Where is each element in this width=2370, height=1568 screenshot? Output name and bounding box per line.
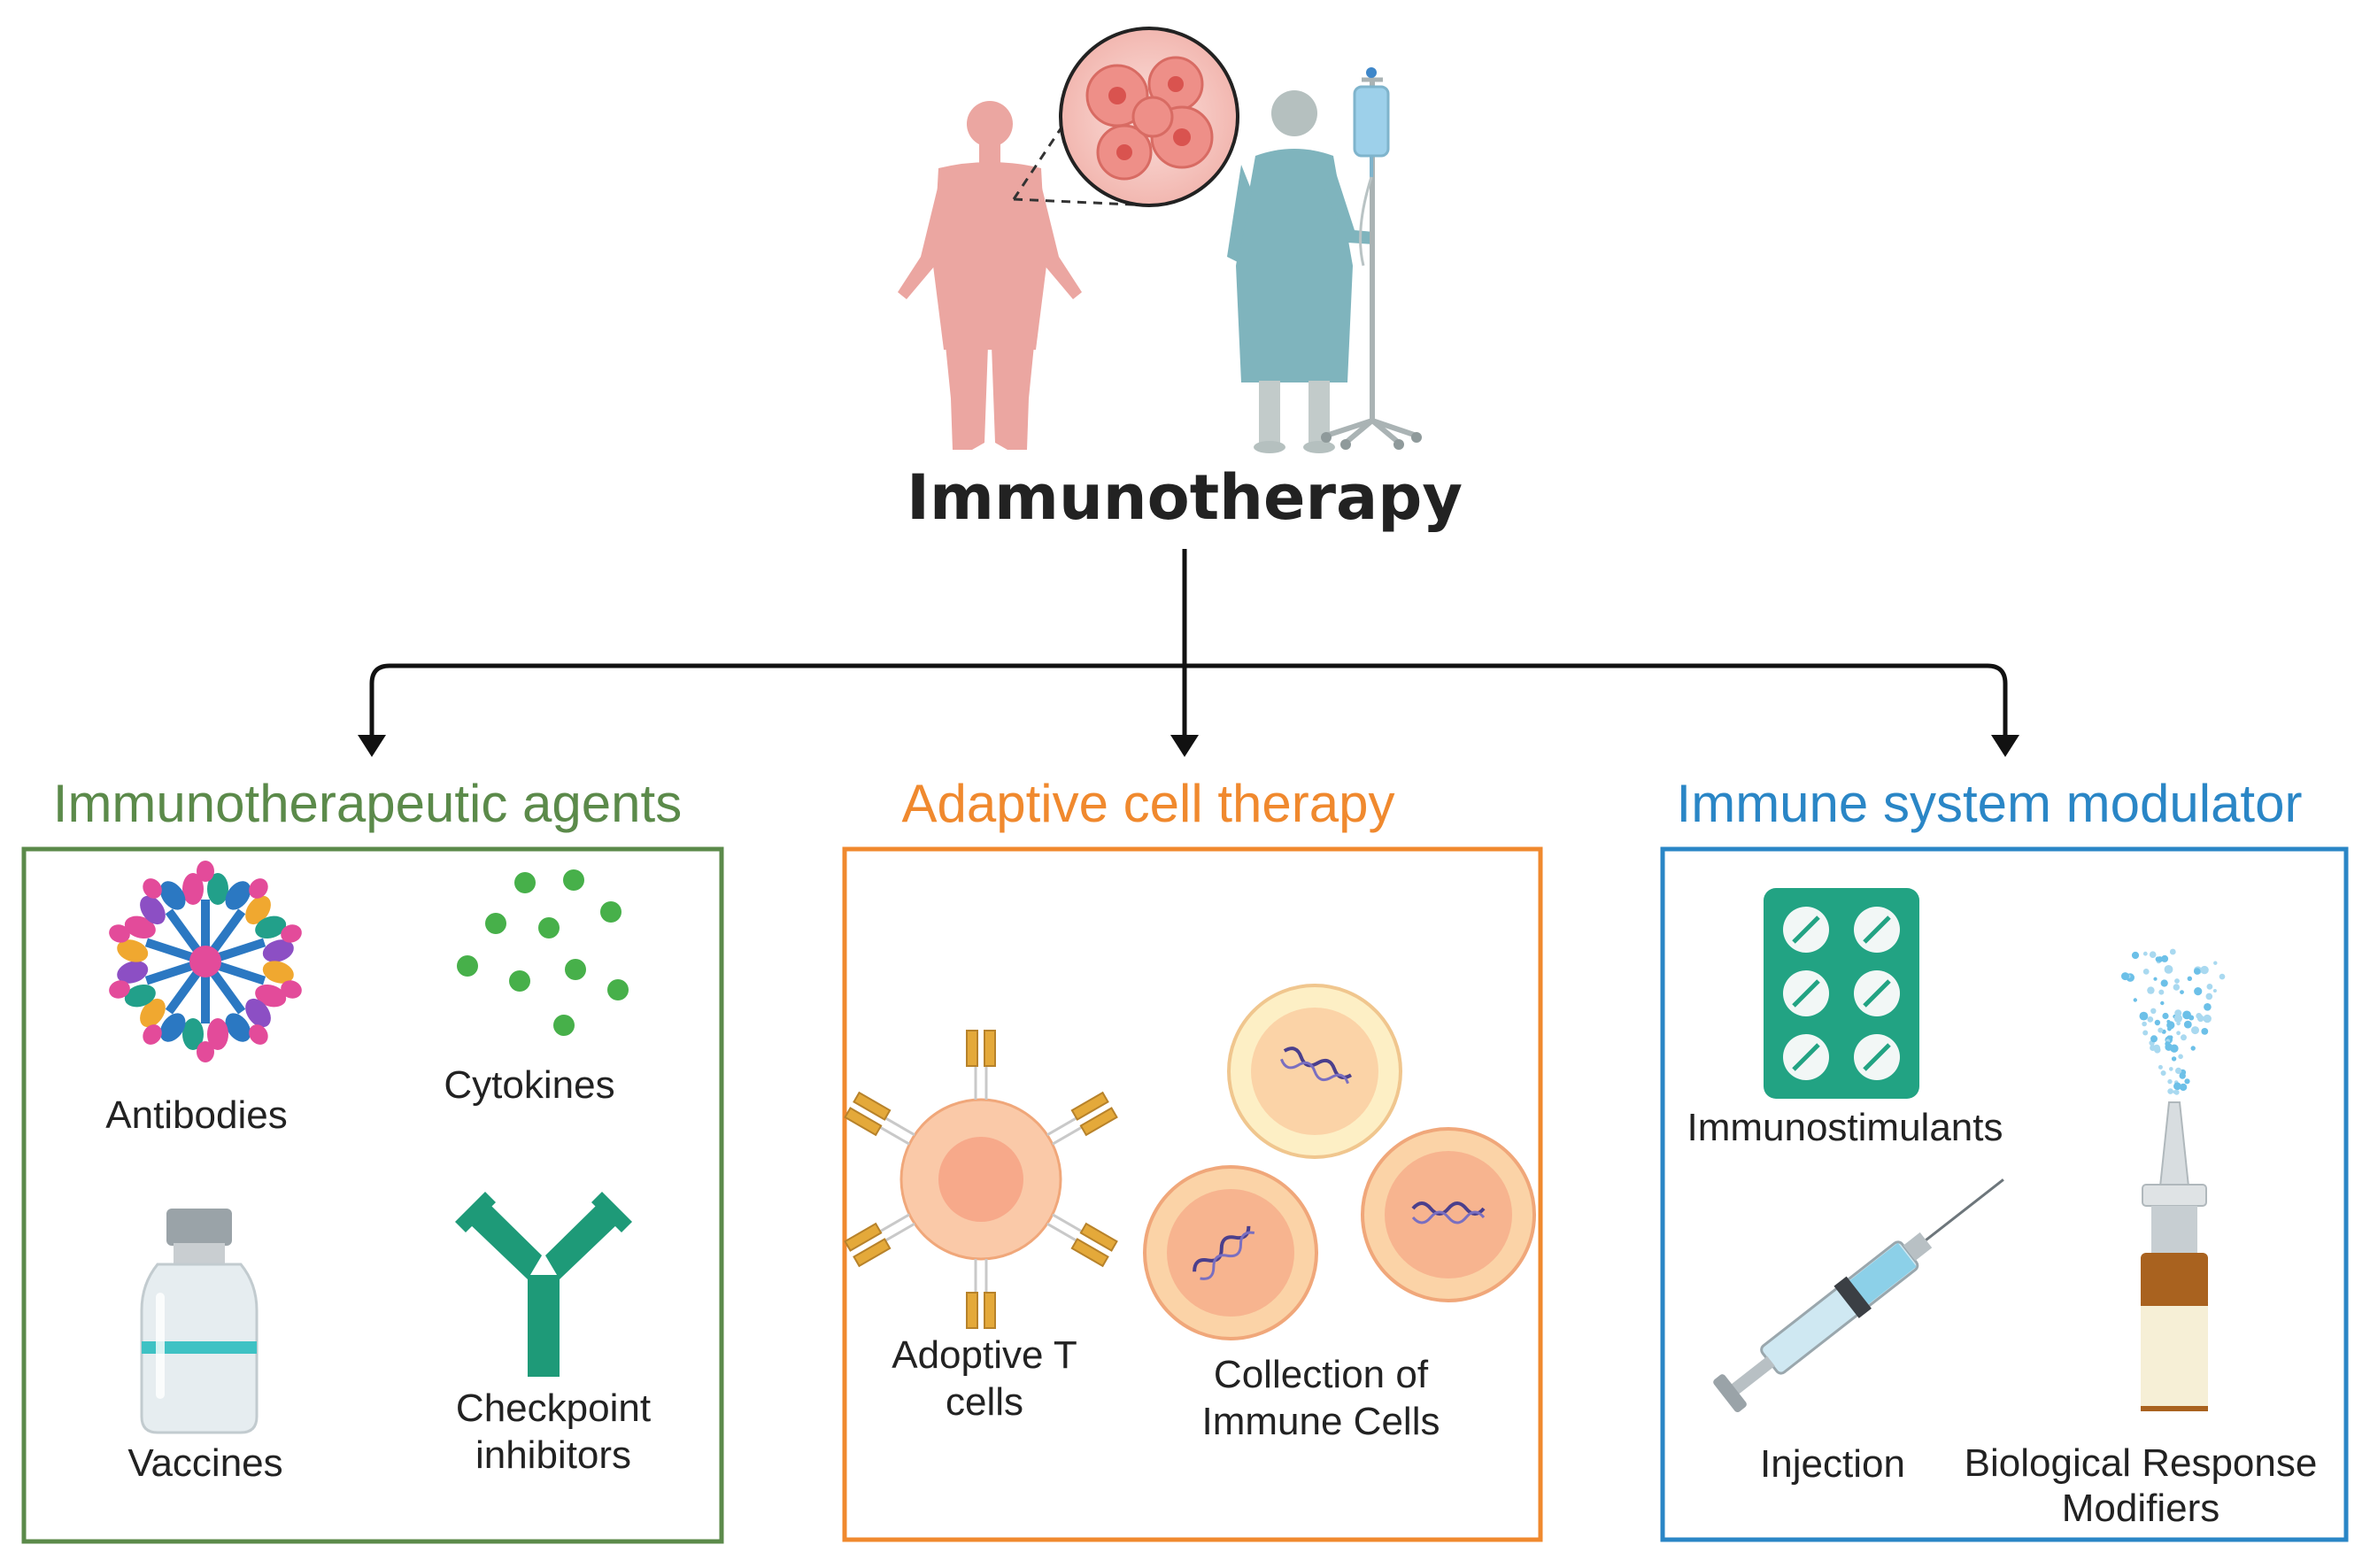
t-cell-icon (844, 1030, 1118, 1329)
category-title-cell-therapy: Adaptive cell therapy (902, 774, 1395, 833)
human-body-icon (898, 101, 1082, 450)
item-label-inhibitors: inhibitors (475, 1433, 631, 1477)
nasal-spray-icon (2121, 948, 2226, 1411)
category-box-modulator (1660, 846, 2349, 1542)
arrowhead-right (1991, 735, 2019, 757)
syringe-icon (1713, 1178, 2004, 1413)
item-label-vaccines: Vaccines (127, 1441, 282, 1485)
category-box-agents (21, 846, 724, 1544)
tablet-blister-icon (1764, 888, 1919, 1099)
checkpoint-inhibitor-icon (455, 1192, 632, 1377)
item-label-antibodies: Antibodies (105, 1093, 287, 1137)
antibodies-icon (109, 861, 302, 1062)
patient-icon (1227, 90, 1374, 453)
item-label-injection: Injection (1760, 1442, 1905, 1486)
item-label-modifiers: Modifiers (2062, 1487, 2220, 1530)
page-title: Immunotherapy (907, 461, 1463, 534)
vaccine-vial-icon (140, 1209, 259, 1434)
arrowhead-center (1170, 735, 1199, 757)
item-label-immunostimulants: Immunostimulants (1687, 1106, 2003, 1149)
item-label-cytokines: Cytokines (444, 1063, 614, 1107)
immune-cell-icon (1143, 984, 1536, 1340)
category-box-cell-therapy (842, 846, 1543, 1542)
cancer-cells-magnifier-icon (1059, 27, 1239, 207)
iv-drip-stand-icon (1321, 67, 1422, 450)
item-label-collection-of: Collection of (1214, 1353, 1429, 1396)
category-title-agents: Immunotherapeutic agents (53, 774, 682, 833)
cytokines-icon (457, 869, 629, 1036)
arrowheads (358, 735, 2019, 757)
arrowhead-left (358, 735, 386, 757)
connector-arrows (369, 549, 2008, 753)
item-label-adoptive-t: Adoptive T (892, 1333, 1077, 1377)
item-label-immune-cells: Immune Cells (1202, 1400, 1440, 1443)
category-title-modulator: Immune system modulator (1677, 774, 2303, 833)
item-label-cells: cells (946, 1380, 1023, 1424)
item-label-checkpoint: Checkpoint (456, 1386, 651, 1430)
item-label-biological-response: Biological Response (1965, 1441, 2318, 1485)
